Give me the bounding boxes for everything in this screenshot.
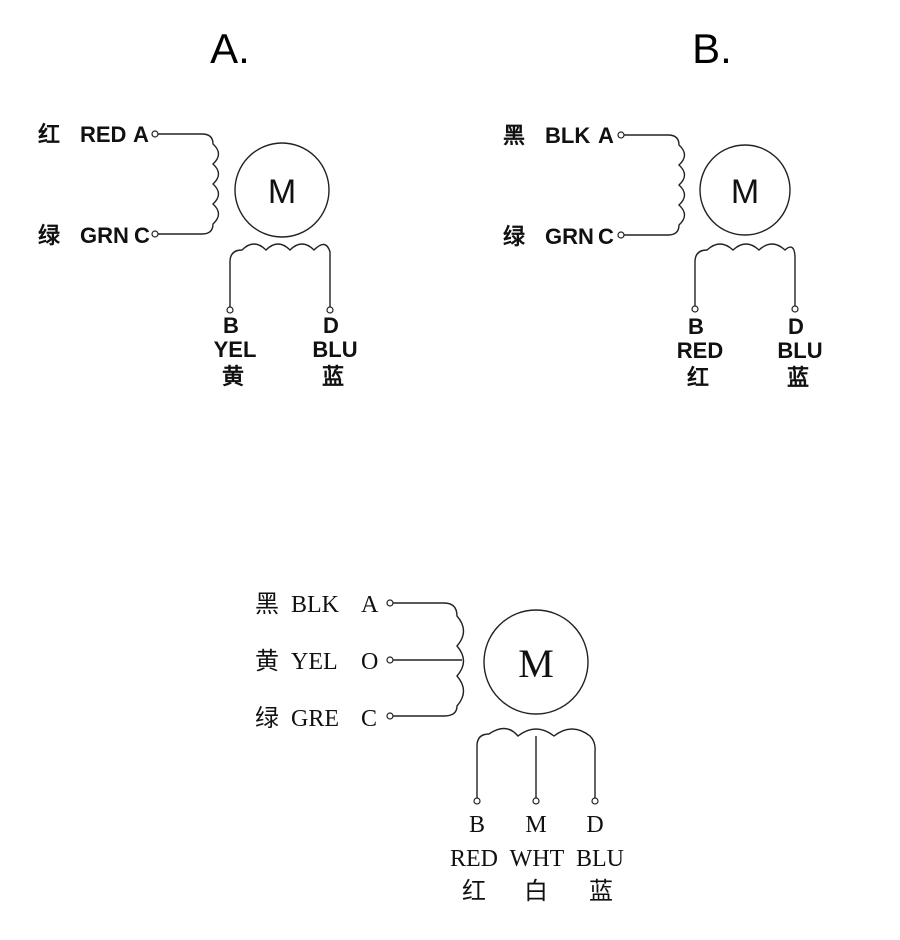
panel-c-label-o-pin: O (361, 649, 378, 675)
panel-a-motor-label: M (268, 173, 296, 211)
panel-a-motor-circle (234, 142, 330, 238)
panel-b-label-b-color: RED (677, 338, 723, 363)
panel-b-bottom-winding (694, 243, 796, 306)
panel-c-label-m-color: WHT (510, 846, 565, 872)
panel-a-bottom-winding (229, 243, 331, 307)
panel-a-terminal-c (151, 230, 159, 238)
panel-b-label-a-pin: A (598, 123, 614, 148)
panel-b-left-winding (624, 134, 686, 236)
panel-a-label-a-pin: A (133, 122, 149, 147)
panel-c-terminal-c (386, 712, 394, 720)
panel-c-motor-label: M (518, 641, 554, 686)
panel-a-label-a-color: RED (80, 122, 126, 147)
panel-c-bottom-winding (476, 727, 596, 798)
panel-c-label-b-pin: B (469, 812, 485, 838)
panel-b-label-c-cn: 绿 (503, 224, 526, 249)
panel-a-label-b-cn: 黄 (222, 364, 244, 389)
panel-b-motor-label: M (731, 173, 759, 211)
panel-c-terminal-b (473, 797, 481, 805)
panel-b-label-b-cn: 红 (687, 365, 709, 390)
panel-a-label-d-color: BLU (312, 337, 357, 362)
panel-b-terminal-a (617, 131, 625, 139)
panel-a-terminal-a (151, 130, 159, 138)
panel-a-label-c-cn: 绿 (38, 223, 61, 248)
panel-a-label-b-color: YEL (214, 337, 257, 362)
panel-c-label-d-cn: 蓝 (589, 878, 613, 905)
panel-c-label-d-color: BLU (576, 846, 624, 872)
panel-b-label-d-pin: D (788, 314, 804, 339)
panel-b-terminal-c (617, 231, 625, 239)
panel-c-label-m-pin: M (525, 812, 546, 838)
panel-b-title: B. (692, 25, 732, 72)
panel-c-label-c-color: GRE (291, 706, 339, 732)
panel-b-label-c-color: GRN (545, 224, 594, 249)
panel-a: A. M 红 RED A 绿 GRN C B YEL 黄 D BLU 蓝 (38, 25, 358, 389)
panel-c-terminal-d (591, 797, 599, 805)
panel-c-terminal-m (532, 797, 540, 805)
panel-c-label-b-cn: 红 (462, 878, 486, 905)
panel-b-label-d-color: BLU (777, 338, 822, 363)
panel-c-left-winding (393, 602, 465, 717)
panel-a-label-d-pin: D (323, 313, 339, 338)
panel-c-label-d-pin: D (586, 812, 603, 838)
panel-c-label-a-pin: A (361, 592, 379, 618)
panel-b-label-a-cn: 黑 (503, 123, 525, 148)
panel-a-label-d-cn: 蓝 (322, 364, 344, 389)
panel-a-label-c-color: GRN (80, 223, 129, 248)
panel-c-label-b-color: RED (450, 846, 498, 872)
panel-a-terminal-d (326, 306, 334, 314)
panel-c-label-c-cn: 绿 (255, 705, 279, 732)
panel-c-label-c-pin: C (361, 706, 377, 732)
panel-b-label-c-pin: C (598, 224, 614, 249)
panel-b-terminal-b (691, 305, 699, 313)
panel-c-label-o-color: YEL (291, 649, 338, 675)
panel-c-terminal-o (386, 656, 394, 664)
panel-b-terminal-d (791, 305, 799, 313)
panel-c-motor-circle (483, 609, 589, 715)
panel-b-label-a-color: BLK (545, 123, 590, 148)
panel-b-motor-circle (699, 144, 791, 236)
panel-c-label-m-cn: 白 (524, 878, 548, 905)
panel-c: M 黑 BLK A 黄 YEL O 绿 GRE C B RED 红 M WHT … (255, 592, 624, 905)
panel-c-label-a-color: BLK (291, 592, 340, 618)
panel-a-terminal-b (226, 306, 234, 314)
panel-c-terminal-a (386, 599, 394, 607)
panel-a-title: A. (210, 25, 250, 72)
panel-b-label-d-cn: 蓝 (787, 365, 809, 390)
panel-b: B. M 黑 BLK A 绿 GRN C B RED 红 D BLU 蓝 (503, 25, 823, 390)
panel-a-label-a-cn: 红 (38, 122, 60, 147)
panel-a-label-c-pin: C (134, 223, 150, 248)
panel-a-label-b-pin: B (223, 313, 239, 338)
panel-c-label-o-cn: 黄 (255, 648, 279, 675)
panel-c-label-a-cn: 黑 (255, 592, 279, 618)
panel-a-left-winding (158, 133, 220, 235)
panel-b-label-b-pin: B (688, 314, 704, 339)
